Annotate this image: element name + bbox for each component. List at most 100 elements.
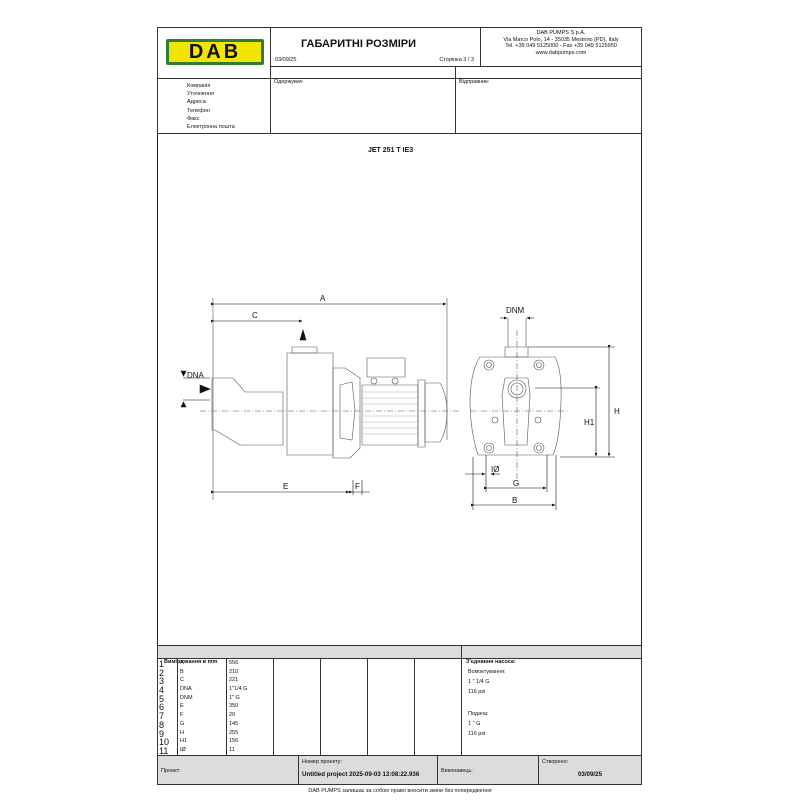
connections-header-label: З'єднання насоса:	[466, 659, 516, 665]
dimension-value: 556	[229, 660, 239, 666]
row-number: 1	[159, 659, 165, 669]
dimension-value: 145	[229, 720, 239, 727]
label-dnm: DNM	[506, 306, 525, 315]
dimension-row: 7 F 20	[158, 712, 278, 721]
disclaimer: DAB PUMPS залишає за собою право вносити…	[308, 788, 492, 794]
row-number: 3	[159, 676, 165, 687]
suction-pressure: 116 psi	[468, 689, 486, 695]
dimension-row: 3 C 221	[158, 677, 278, 686]
dimensions-header-label: Вимірювання в mm	[164, 659, 218, 665]
field-company: Компанія	[187, 83, 211, 89]
dimension-row: 2 B 210	[158, 667, 278, 678]
company-phone: Tel. +39 049 5125000 - Fax +39 049 51259…	[505, 43, 617, 50]
executor-cell: Виконавець:	[437, 755, 539, 785]
dimension-row: 11 IØ 11	[158, 745, 278, 756]
dimension-value: 210	[229, 668, 239, 675]
dimension-name: G	[180, 720, 185, 727]
label-e: E	[283, 482, 288, 491]
dimension-name: IØ	[180, 746, 186, 753]
front-dimensions	[465, 316, 615, 510]
suction-label: Всмоктування:	[468, 669, 506, 675]
label-a: A	[320, 294, 326, 303]
row-number: 5	[159, 693, 165, 704]
page-number: Сторінка 3 / 3	[439, 57, 474, 63]
dimension-name: H	[180, 729, 184, 736]
row-number: 9	[159, 728, 165, 739]
logo-text: DAB	[188, 41, 242, 63]
suction-size: 1 " 1/4 G	[468, 679, 490, 685]
dimension-value: 11	[229, 746, 235, 753]
model-title: JET 251 T IE3	[368, 147, 414, 154]
dimension-name: F	[180, 712, 184, 719]
dab-logo: DAB	[166, 39, 264, 65]
delivery-label: Подача:	[468, 711, 489, 717]
dimension-row: 10 H1 156	[158, 738, 278, 747]
dimension-name: DNA	[180, 686, 192, 693]
label-h: H	[614, 407, 620, 416]
dimension-name: H1	[180, 738, 188, 745]
label-dna: DNA	[187, 371, 205, 380]
company-address: Via Marco Polo, 14 - 35035 Mestrino (PD)…	[503, 36, 619, 43]
label-c: C	[252, 311, 258, 320]
company-website[interactable]: www.dabpumps.com	[535, 49, 587, 56]
dimension-name: E	[180, 703, 184, 710]
label-g: G	[513, 479, 519, 488]
dimension-value: 255	[229, 729, 239, 736]
project-cell: Проект:	[157, 755, 299, 785]
field-address: Адреса	[187, 99, 206, 106]
row-number: 11	[159, 745, 169, 756]
dimension-value: 221	[229, 677, 239, 684]
dimension-row: 5 DNM 1" G	[158, 693, 278, 704]
field-details: Уточнення	[187, 91, 214, 98]
label-b: B	[512, 496, 517, 505]
dimension-row: 8 G 145	[158, 719, 278, 730]
dimension-value: 1"1/4 G	[229, 686, 248, 693]
connections-panel: Всмоктування: 1 " 1/4 G 116 psi Подача: …	[461, 658, 642, 756]
label-f: F	[355, 482, 360, 491]
created-label: Створено:	[542, 759, 569, 765]
field-fax: Факс	[187, 115, 200, 122]
side-view	[200, 298, 460, 500]
label-io: IØ	[491, 465, 499, 474]
page-title: ГАБАРИТНІ РОЗМІРИ	[301, 38, 417, 50]
dimension-name: C	[180, 677, 184, 684]
sender-label: Відправник:	[459, 79, 490, 85]
delivery-size: 1 " G	[468, 721, 481, 727]
dimension-row: 1 A 556	[158, 660, 278, 669]
dimension-value: 1" G	[229, 694, 240, 701]
dimension-name: A	[180, 660, 184, 666]
recipient-label: Одержувач	[274, 79, 303, 85]
project-number: Untitled project 2025-09-03 13:08:22.936	[302, 770, 420, 778]
field-email: Електронна пошта	[187, 124, 235, 131]
dimension-name: B	[180, 668, 184, 675]
project-number-cell: Номер проекту: Untitled project 2025-09-…	[298, 755, 438, 785]
dimension-row: 4 DNA 1"1/4 G	[158, 686, 278, 695]
row-number: 2	[159, 667, 165, 678]
dimensions-rows: 1 A 556 2 B 210 3 C 221 4 DNA 1"1/4 G 5 DNM 1" G 6 E 350 7…	[158, 660, 278, 756]
executor-label: Виконавець:	[441, 768, 473, 774]
sender-box	[455, 78, 642, 134]
dimension-row: 9 H 255	[158, 728, 278, 739]
dimension-value: 20	[229, 712, 236, 719]
dimension-row: 6 E 350	[158, 703, 278, 712]
created-cell: Створено: 03/09/25	[538, 755, 642, 785]
side-dimensions	[180, 302, 447, 495]
project-number-label: Номер проекту:	[302, 759, 342, 765]
row-number: 6	[159, 702, 165, 713]
row-number: 4	[159, 685, 165, 696]
front-view	[469, 318, 568, 480]
field-phone: Телефон	[187, 107, 210, 114]
connections-header: З'єднання насоса:	[461, 645, 642, 665]
dimension-value: 350	[229, 703, 239, 710]
row-number: 8	[159, 719, 165, 730]
date: 03/09/25	[275, 57, 297, 63]
delivery-pressure: 116 psi	[468, 731, 486, 737]
row-number: 7	[159, 711, 165, 722]
row-number: 10	[159, 737, 170, 748]
created-date: 03/09/25	[577, 770, 603, 778]
company-name: DAB PUMPS S.p.A.	[536, 30, 586, 36]
dimensions-header: Вимірювання в mm	[157, 645, 462, 665]
dimension-value: 156	[229, 738, 239, 745]
dimension-name: DNM	[180, 694, 193, 701]
